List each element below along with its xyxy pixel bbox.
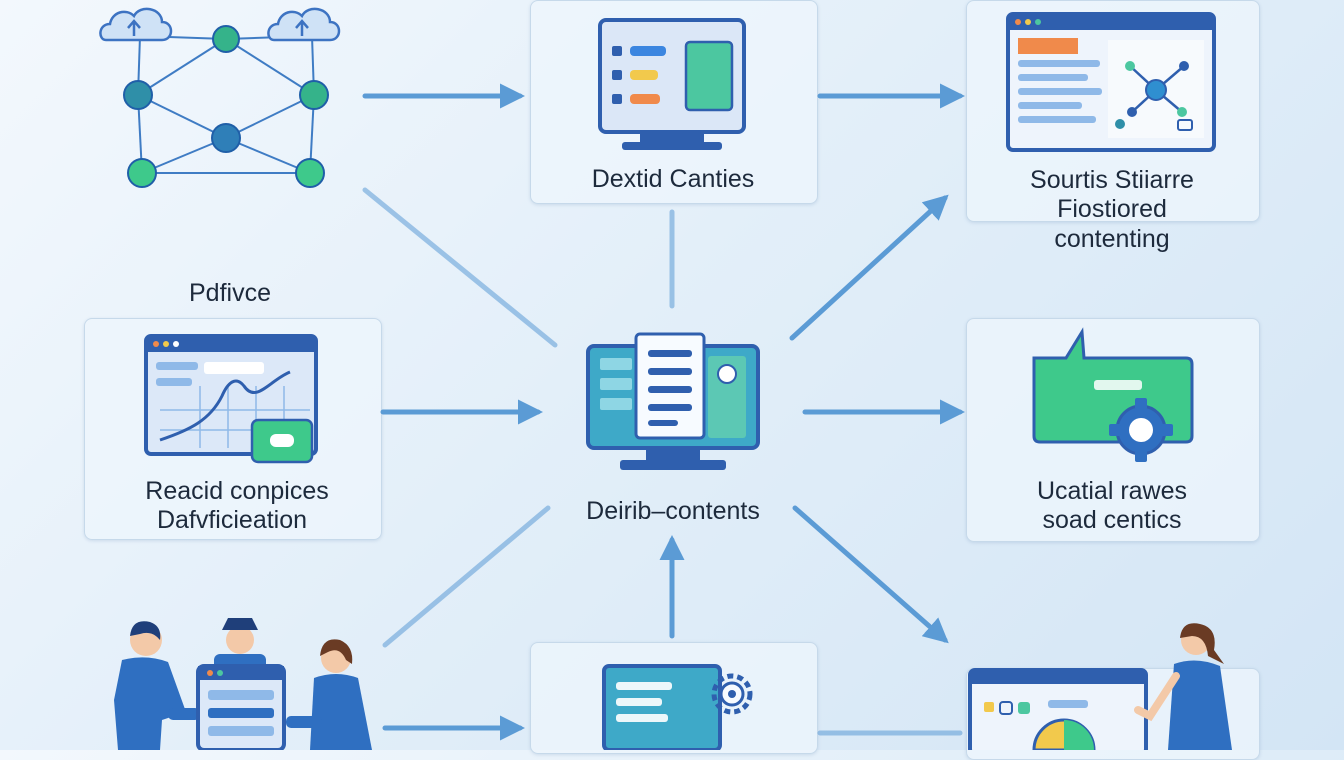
person-icon <box>114 621 200 750</box>
monitor-form-icon <box>598 18 746 150</box>
top-right-label-line3: contenting <box>1054 225 1170 253</box>
gear-icon <box>711 673 753 715</box>
connector-arrows <box>362 83 965 741</box>
browser-network-icon <box>1006 12 1216 152</box>
team-collaboration-illustration <box>114 618 372 750</box>
chat-settings-icon <box>1032 327 1194 462</box>
line-people-to-center <box>382 505 551 648</box>
top-right-label-line2: Fiostiored <box>1057 195 1167 223</box>
kiosk-terminal-icon <box>196 664 286 750</box>
top-right-label-line1: Sourtis Stiiarre <box>1030 166 1194 194</box>
line-network-to-center <box>362 187 558 348</box>
person-icon <box>1134 623 1232 750</box>
analyst-dashboard-illustration <box>968 623 1232 750</box>
cloud-icon <box>99 7 173 42</box>
mid-right-label-line2: soad centics <box>1042 506 1182 534</box>
center-label: Deirib–contents <box>586 497 760 525</box>
arrow-center-to-top-right <box>789 194 949 341</box>
top-center-label: Dextid Canties <box>591 165 755 193</box>
browser-chart-icon <box>144 334 318 464</box>
mid-left-heading: Pdfivce <box>189 279 271 307</box>
mid-left-label-line1: Reacid conpices <box>145 477 329 505</box>
arrow-center-to-bottom-right <box>792 505 949 644</box>
cloud-icon <box>267 7 341 42</box>
mid-left-label-line2: Dafvficieation <box>156 506 308 534</box>
mid-right-label-line1: Ucatial rawes <box>1036 477 1188 505</box>
person-icon <box>286 639 372 750</box>
central-monitor-document-icon <box>586 332 760 470</box>
monitor-settings-icon <box>602 664 753 750</box>
cloud-network-graph <box>99 7 341 188</box>
